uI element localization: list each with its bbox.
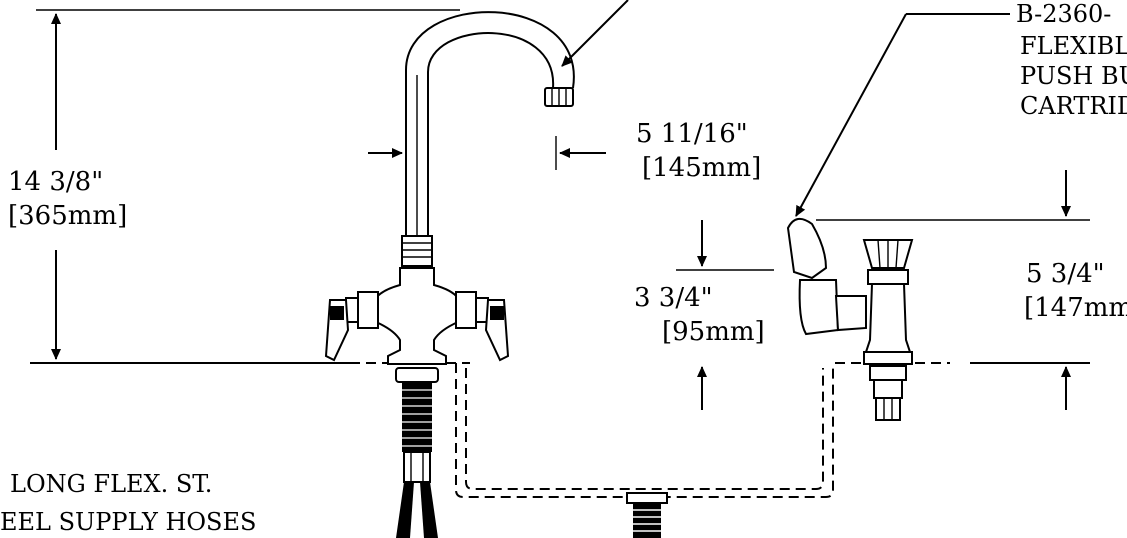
spout-leader	[561, 0, 629, 67]
overall-height-metric: [365mm]	[8, 201, 127, 231]
handle-height-imperial: 3 3/4"	[634, 283, 713, 313]
spout-reach-imperial: 5 11/16"	[636, 119, 748, 149]
glass-filler-callout-line2: FLEXIBLE	[1020, 32, 1127, 60]
overall-height-imperial: 14 3/8"	[8, 167, 103, 197]
dimension-spout-reach	[368, 136, 606, 170]
glass-filler-height-metric: [147mm]	[1024, 293, 1127, 323]
sink-drain	[626, 492, 668, 538]
glass-filler-callout-line3: PUSH BU	[1020, 62, 1127, 90]
sink-basin-outline	[455, 363, 834, 498]
glass-filler-height-imperial: 5 3/4"	[1026, 259, 1105, 289]
spout-reach-metric: [145mm]	[642, 153, 761, 183]
supply-hoses-callout-line1: LONG FLEX. ST.	[10, 470, 212, 498]
glass-filler	[786, 217, 914, 421]
supply-hoses-callout-line2: EEL SUPPLY HOSES	[0, 508, 256, 536]
glass-filler-leader	[795, 13, 1010, 217]
handle-height-metric: [95mm]	[662, 317, 765, 347]
glass-filler-callout-line4: CARTRIDG	[1020, 92, 1127, 120]
dimension-handle-height	[676, 220, 774, 410]
dimension-glass-filler-height	[816, 170, 1090, 410]
glass-filler-callout-line1: B-2360-	[1016, 0, 1111, 28]
gooseneck-faucet	[324, 11, 575, 538]
dimension-overall-height	[36, 9, 460, 360]
